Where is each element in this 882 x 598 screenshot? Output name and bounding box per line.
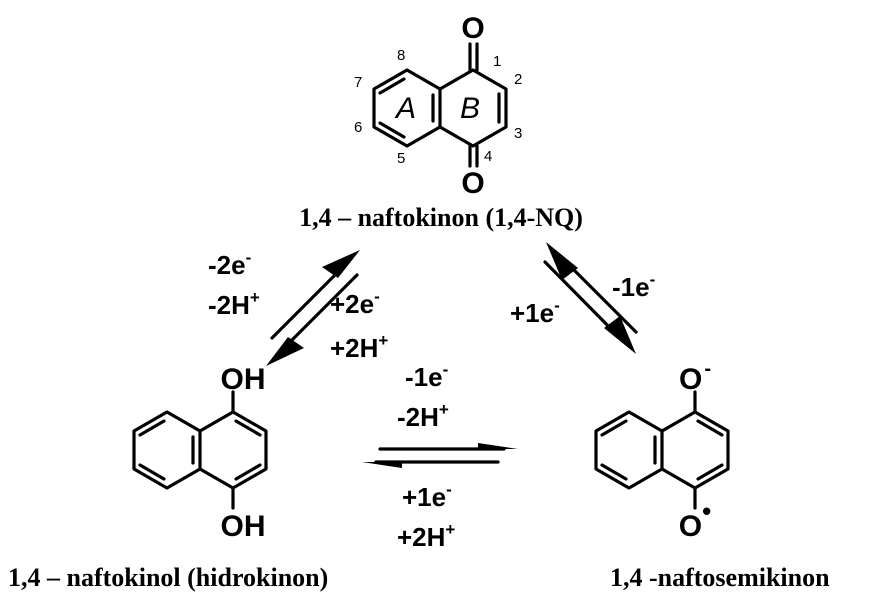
semiquinone-caption: 1,4 -naftosemikinon bbox=[610, 563, 830, 592]
sq-oxygen-bottom-symbol: O bbox=[679, 510, 702, 543]
bottom-red-h-sup: + bbox=[445, 520, 455, 539]
bottom-ox-e-sup: - bbox=[443, 360, 449, 379]
bottom-reduction-electrons: +1e- bbox=[402, 480, 452, 512]
left-reduction-electrons: +2e- bbox=[330, 287, 380, 319]
bottom-red-e-text: +1e bbox=[402, 482, 446, 512]
hydroquinone-structure: OH OH bbox=[132, 363, 268, 543]
right-ox-e-sup: - bbox=[650, 270, 656, 289]
left-reduction-protons: +2H+ bbox=[330, 331, 388, 363]
left-ox-e-text: -2e bbox=[208, 250, 246, 280]
position-3: 3 bbox=[514, 125, 522, 142]
position-6: 6 bbox=[354, 119, 362, 136]
bottom-red-e-sup: - bbox=[446, 480, 452, 499]
right-red-e-text: +1e bbox=[510, 298, 554, 328]
hq-right-double-2 bbox=[234, 463, 262, 481]
naphthoquinone-caption: 1,4 – naftokinon (1,4-NQ) bbox=[299, 203, 583, 232]
bottom-arrow-right-head bbox=[478, 443, 518, 449]
sq-left-double-1 bbox=[600, 419, 628, 437]
ring-a-label: A bbox=[394, 92, 416, 125]
hq-ring-right bbox=[198, 410, 268, 490]
bottom-arrow-left-head bbox=[362, 462, 402, 468]
bottom-ox-h-text: -2H bbox=[397, 402, 439, 432]
ring-a-double-2 bbox=[378, 121, 406, 139]
ring-a-double-1 bbox=[378, 77, 406, 95]
hq-ring-left bbox=[132, 410, 202, 490]
bottom-equilibrium-arrows bbox=[362, 443, 518, 468]
position-7: 7 bbox=[354, 74, 362, 91]
hydroquinone-caption: 1,4 – naftokinol (hidrokinon) bbox=[8, 563, 328, 592]
right-ox-e-text: -1e bbox=[612, 272, 650, 302]
left-arrow-down-shaft bbox=[278, 273, 359, 354]
hq-hydroxyl-bottom: OH bbox=[221, 510, 266, 543]
left-equilibrium-arrows bbox=[266, 250, 360, 366]
naphthoquinone-structure: O O A B 1 2 3 4 5 6 7 8 bbox=[354, 12, 522, 200]
right-arrow-down-head bbox=[604, 316, 636, 354]
right-oxidation-electrons: -1e- bbox=[612, 270, 655, 302]
bottom-red-h-text: +2H bbox=[397, 522, 445, 552]
position-4: 4 bbox=[484, 148, 492, 165]
sq-left-double-2 bbox=[600, 463, 628, 481]
left-red-e-sup: - bbox=[374, 287, 380, 306]
left-red-e-text: +2e bbox=[330, 289, 374, 319]
left-oxidation-protons: -2H+ bbox=[208, 288, 260, 320]
left-red-h-sup: + bbox=[378, 331, 388, 350]
right-equilibrium-arrows bbox=[543, 242, 638, 354]
right-red-e-sup: - bbox=[554, 296, 560, 315]
position-1: 1 bbox=[493, 53, 501, 70]
sq-oxygen-top: O- bbox=[679, 358, 711, 396]
sq-ring-left bbox=[594, 410, 664, 490]
bottom-ox-e-text: -1e bbox=[405, 362, 443, 392]
semiquinone-structure: O- O• bbox=[594, 358, 730, 543]
sq-oxygen-charge: - bbox=[704, 358, 711, 380]
hq-left-double-1 bbox=[138, 419, 166, 437]
nq-oxygen-top: O bbox=[461, 12, 484, 45]
ring-b-label: B bbox=[460, 92, 480, 125]
sq-right-double-2 bbox=[696, 463, 724, 481]
left-ox-h-sup: + bbox=[250, 288, 260, 307]
left-oxidation-electrons: -2e- bbox=[208, 248, 251, 280]
sq-radical-dot: • bbox=[702, 496, 711, 526]
left-ox-h-text: -2H bbox=[208, 290, 250, 320]
sq-ring-right bbox=[660, 410, 730, 490]
sq-oxygen-bottom: O• bbox=[679, 496, 711, 543]
sq-oxygen-top-symbol: O bbox=[679, 363, 702, 396]
left-red-h-text: +2H bbox=[330, 333, 378, 363]
position-5: 5 bbox=[397, 150, 405, 167]
sq-right-double-1 bbox=[696, 419, 724, 437]
position-8: 8 bbox=[397, 47, 405, 64]
hq-hydroxyl-top: OH bbox=[221, 363, 266, 396]
bottom-reduction-protons: +2H+ bbox=[397, 520, 455, 552]
nq-oxygen-bottom: O bbox=[461, 167, 484, 200]
hq-left-double-2 bbox=[138, 463, 166, 481]
position-2: 2 bbox=[514, 71, 522, 88]
right-arrow-up-head bbox=[546, 242, 578, 280]
right-reduction-electrons: +1e- bbox=[510, 296, 560, 328]
left-arrow-down-head bbox=[266, 337, 304, 366]
left-arrow-up-head bbox=[322, 250, 360, 278]
bottom-oxidation-electrons: -1e- bbox=[405, 360, 448, 392]
left-ox-e-sup: - bbox=[246, 248, 252, 267]
hq-right-double-1 bbox=[234, 419, 262, 437]
bottom-oxidation-protons: -2H+ bbox=[397, 400, 449, 432]
ring-b-bonds bbox=[438, 68, 508, 148]
bottom-ox-h-sup: + bbox=[439, 400, 449, 419]
